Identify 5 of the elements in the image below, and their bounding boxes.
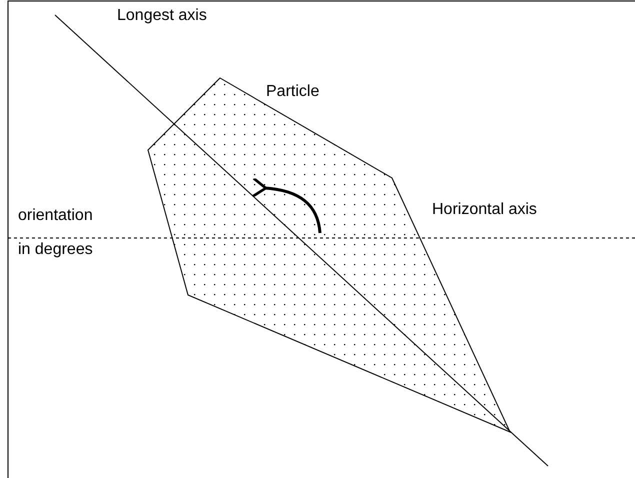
particle-label: Particle bbox=[266, 83, 320, 101]
angle-label: in degrees bbox=[18, 241, 93, 259]
axis-label: Longest axis bbox=[117, 7, 207, 25]
axis-label: Horizontal axis bbox=[432, 201, 537, 219]
angle-label: orientation bbox=[18, 207, 93, 225]
